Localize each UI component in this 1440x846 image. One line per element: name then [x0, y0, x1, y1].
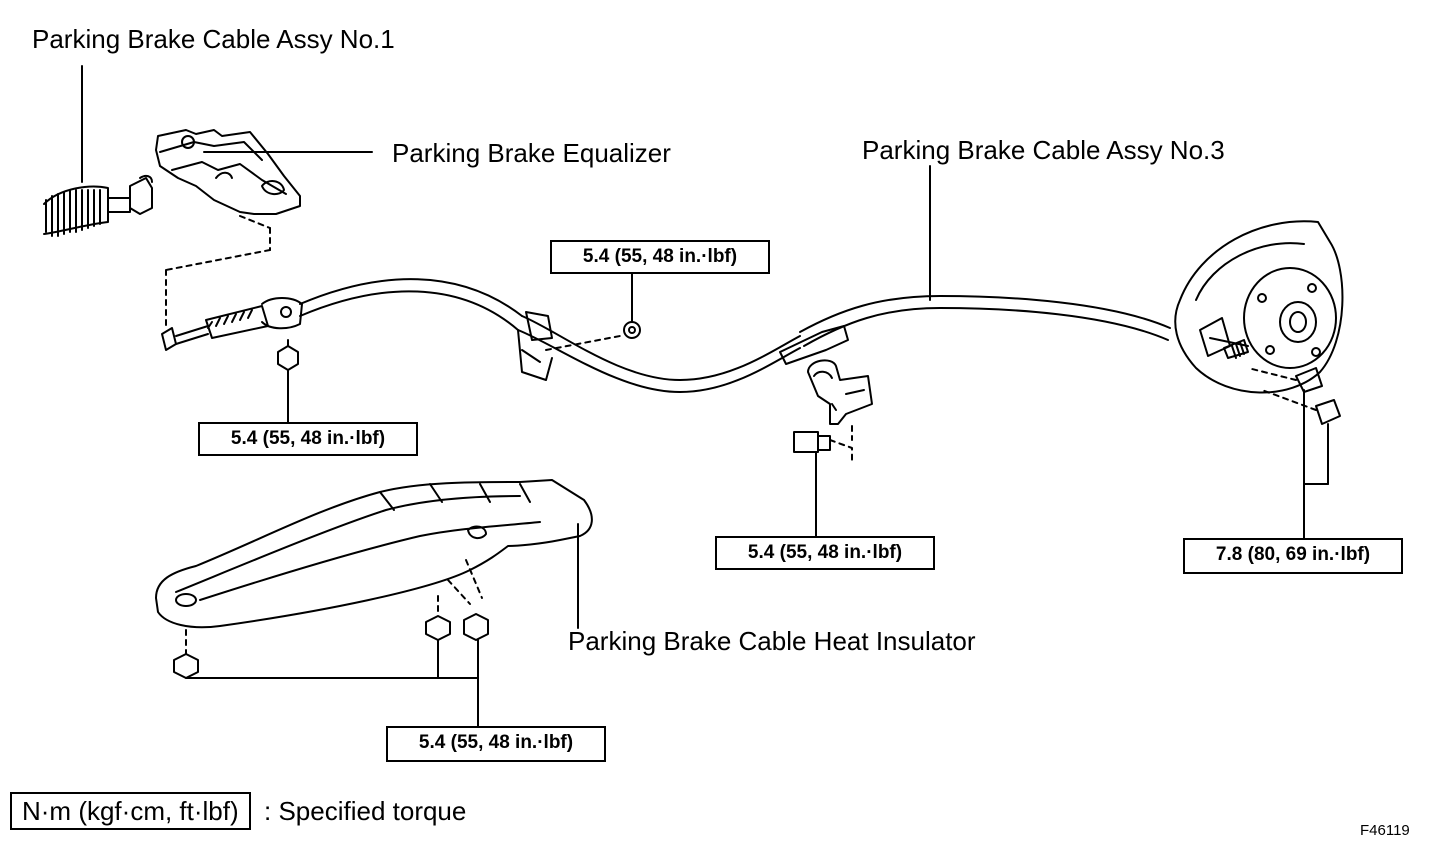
heat-insulator-drawing — [155, 479, 593, 679]
cable-no3-drawing — [161, 278, 1171, 393]
torque-box-left: 5.4 (55, 48 in.·lbf) — [198, 422, 418, 456]
legend-text: : Specified torque — [264, 796, 467, 826]
torque-box-right: 7.8 (80, 69 in.·lbf) — [1183, 538, 1403, 574]
brake-backing-plate-drawing — [1174, 220, 1344, 425]
cable-no1-drawing — [43, 65, 153, 237]
equalizer-drawing — [155, 129, 373, 327]
fasteners-drawing — [277, 339, 299, 371]
cable-no3-label: Parking Brake Cable Assy No.3 — [862, 135, 1225, 165]
heat-insulator-label: Parking Brake Cable Heat Insulator — [568, 626, 976, 656]
clamp-bracket-drawing — [793, 359, 873, 463]
cable-no1-label: Parking Brake Cable Assy No.1 — [32, 24, 395, 54]
torque-box-bottom: 5.4 (55, 48 in.·lbf) — [386, 726, 606, 762]
torque-box-center: 5.4 (55, 48 in.·lbf) — [715, 536, 935, 570]
legend-unit-box: N·m (kgf·cm, ft·lbf) — [10, 792, 251, 830]
leader-lines — [185, 165, 1329, 731]
figure-id: F46119 — [1360, 822, 1410, 839]
equalizer-label: Parking Brake Equalizer — [392, 138, 671, 168]
torque-box-upper-mid: 5.4 (55, 48 in.·lbf) — [550, 240, 770, 274]
